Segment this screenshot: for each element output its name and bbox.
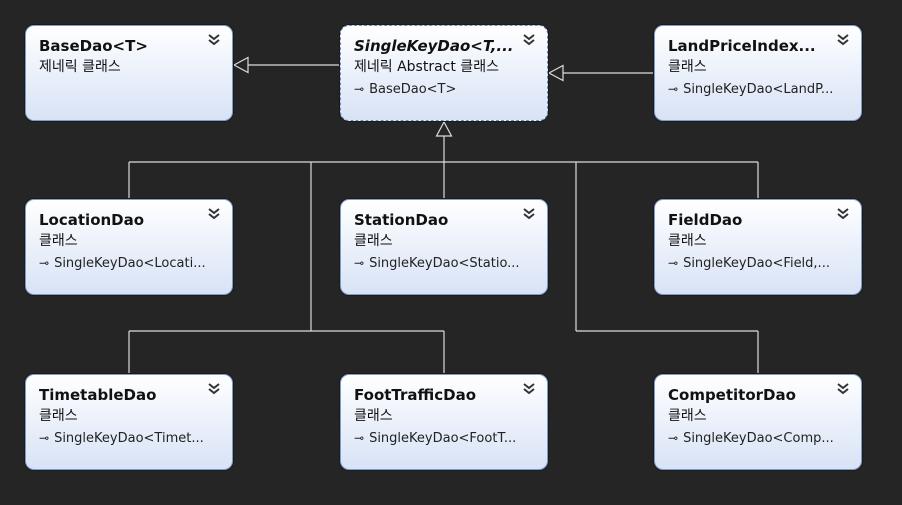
base-class-line: ⊸ BaseDao<T> [354,78,535,101]
class-name: StationDao [354,211,449,229]
base-class-name: SingleKeyDao<Locati... [54,256,206,271]
class-box-foottrafficdao[interactable]: FootTrafficDao 클래스 ⊸ SingleKeyDao<FootT..… [340,374,548,470]
class-name: SingleKeyDao<T,... [354,37,512,55]
base-class-line: ⊸ SingleKeyDao<Timet... [39,427,220,450]
collapse-chevron-icon[interactable] [835,32,851,48]
class-kind: 클래스 [668,233,707,249]
class-name: FieldDao [668,211,743,229]
collapse-chevron-icon[interactable] [206,206,222,222]
inherits-arrow-icon: ⊸ [39,431,50,445]
base-class-line: ⊸ SingleKeyDao<FootT... [354,427,535,450]
class-name: TimetableDao [39,386,157,404]
base-class-line: ⊸ SingleKeyDao<LandP... [668,78,849,101]
class-box-timetabledao[interactable]: TimetableDao 클래스 ⊸ SingleKeyDao<Timet... [25,374,233,470]
inherits-arrow-icon: ⊸ [354,256,365,270]
collapse-chevron-icon[interactable] [835,206,851,222]
class-kind: 클래스 [39,233,78,249]
class-box-stationdao[interactable]: StationDao 클래스 ⊸ SingleKeyDao<Statio... [340,199,548,295]
collapse-chevron-icon[interactable] [835,381,851,397]
generalization-arrowhead-singlekeydao-bottom [435,120,453,137]
class-kind: 제네릭 클래스 [39,59,121,75]
class-kind: 클래스 [354,233,393,249]
class-name: CompetitorDao [668,386,796,404]
class-name: FootTrafficDao [354,386,477,404]
base-class-name: SingleKeyDao<FootT... [369,431,517,446]
generalization-arrowhead-singlekeydao-side [547,64,564,82]
inherits-arrow-icon: ⊸ [668,431,679,445]
class-kind: 클래스 [668,59,707,75]
collapse-chevron-icon[interactable] [206,381,222,397]
class-box-fielddao[interactable]: FieldDao 클래스 ⊸ SingleKeyDao<Field,... [654,199,862,295]
base-class-line: ⊸ SingleKeyDao<Locati... [39,252,220,275]
base-class-name: SingleKeyDao<Timet... [54,431,204,446]
base-class-name: BaseDao<T> [369,82,457,97]
class-kind: 클래스 [354,408,393,424]
class-box-singlekeydao[interactable]: SingleKeyDao<T,... 제네릭 Abstract 클래스 ⊸ Bas… [340,25,548,121]
class-box-locationdao[interactable]: LocationDao 클래스 ⊸ SingleKeyDao<Locati... [25,199,233,295]
inherits-arrow-icon: ⊸ [668,82,679,96]
class-kind: 클래스 [39,408,78,424]
class-box-basedao[interactable]: BaseDao<T> 제네릭 클래스 [25,25,233,121]
collapse-chevron-icon[interactable] [521,381,537,397]
base-class-name: SingleKeyDao<Statio... [369,256,520,271]
class-name: LocationDao [39,211,145,229]
class-box-landpriceindexdao[interactable]: LandPriceIndex... 클래스 ⊸ SingleKeyDao<Land… [654,25,862,121]
class-name: BaseDao<T> [39,37,148,55]
collapse-chevron-icon[interactable] [206,32,222,48]
inherits-arrow-icon: ⊸ [354,431,365,445]
base-class-name: SingleKeyDao<Field,... [683,256,830,271]
collapse-chevron-icon[interactable] [521,32,537,48]
base-class-line: ⊸ SingleKeyDao<Comp... [668,427,849,450]
inherits-arrow-icon: ⊸ [39,256,50,270]
class-name: LandPriceIndex... [668,37,816,55]
base-class-name: SingleKeyDao<Comp... [683,431,834,446]
generalization-arrowhead-basedao [232,56,249,74]
inherits-arrow-icon: ⊸ [668,256,679,270]
class-kind: 클래스 [668,408,707,424]
class-box-competitordao[interactable]: CompetitorDao 클래스 ⊸ SingleKeyDao<Comp... [654,374,862,470]
base-class-name: SingleKeyDao<LandP... [683,82,834,97]
inherits-arrow-icon: ⊸ [354,82,365,96]
base-class-line: ⊸ SingleKeyDao<Field,... [668,252,849,275]
class-kind: 제네릭 Abstract 클래스 [354,59,499,75]
collapse-chevron-icon[interactable] [521,206,537,222]
base-class-line: ⊸ SingleKeyDao<Statio... [354,252,535,275]
